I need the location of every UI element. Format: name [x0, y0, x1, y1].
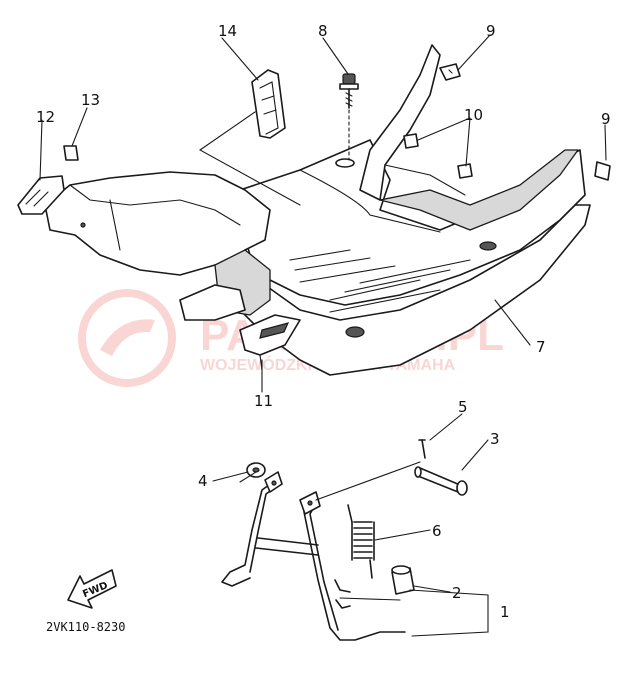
clip-13: [63, 145, 79, 161]
nut-9-left: [439, 63, 461, 81]
nut-9-right: [594, 161, 611, 181]
callout-11: 11: [254, 392, 273, 410]
callout-9-right: 9: [601, 110, 611, 128]
nut-10-a: [403, 133, 419, 149]
watermark-logo-mark: [100, 319, 155, 356]
stand-bracket-11: [239, 314, 301, 371]
callout-4: 4: [198, 472, 208, 490]
callout-7: 7: [536, 338, 546, 356]
nut-10-b: [457, 163, 473, 179]
panel-14: [251, 69, 286, 139]
shaft-3: [414, 466, 468, 496]
callout-5: 5: [458, 398, 468, 416]
assembly-lines: [239, 461, 421, 601]
pin-5: [418, 439, 426, 459]
spring-6: [347, 504, 375, 579]
callout-12: 12: [36, 108, 55, 126]
callout-2: 2: [452, 584, 462, 602]
fwd-arrow-icon: FWD: [67, 569, 117, 609]
callout-8: 8: [318, 22, 328, 40]
leader-lines: [39, 34, 607, 637]
side-cover: [44, 171, 271, 321]
callout-6: 6: [432, 522, 442, 540]
callout-10: 10: [464, 106, 483, 124]
callout-9-left: 9: [486, 22, 496, 40]
watermark-logo: [78, 289, 176, 387]
main-stand: [221, 471, 406, 641]
bolt-8: [339, 73, 359, 161]
callout-3: 3: [490, 430, 500, 448]
callout-13: 13: [81, 91, 100, 109]
diagram-code: 2VK110-8230: [46, 620, 125, 634]
callouts: 14 8 9 10 9 13 12 7 11 5 3 4 6 2 1: [36, 22, 611, 621]
washer-4: [246, 462, 266, 478]
footrest-board: [209, 44, 591, 376]
leader-14-target: [198, 111, 301, 206]
callout-1: 1: [500, 603, 510, 621]
callout-14: 14: [218, 22, 237, 40]
